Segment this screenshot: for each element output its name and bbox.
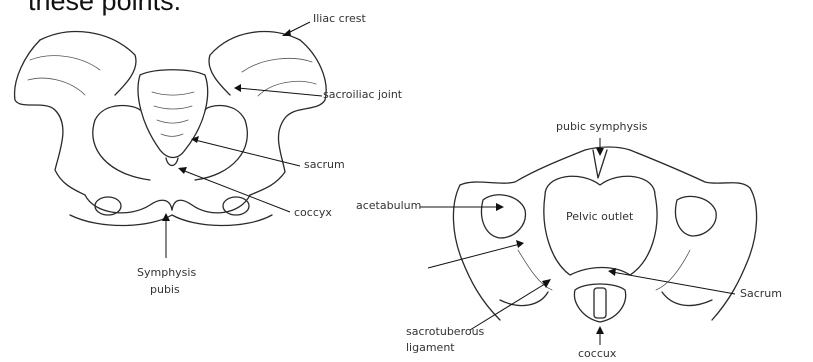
label-coccyx-left: coccyx [294,206,332,219]
left-pelvis-drawing [15,32,327,226]
left-arrows [162,22,322,258]
label-pubic-symphysis: pubic symphysis [556,120,647,133]
label-sacrum-right: Sacrum [740,287,782,300]
right-arrows [420,138,735,345]
label-sacrotuberous-line1: sacrotuberous [406,325,484,338]
label-sacrotuberous-line2: ligament [406,341,455,354]
right-pelvis-drawing [453,147,756,322]
label-coccyx-right: coccux [578,347,616,360]
label-iliac-crest: Iliac crest [313,12,366,25]
label-sacrum-left: sacrum [304,158,345,171]
label-acetabulum: acetabulum [356,199,421,212]
label-symphysis-pubis-line2: pubis [150,283,180,296]
label-pelvic-outlet: Pelvic outlet [566,210,633,223]
label-symphysis-pubis-line1: Symphysis [137,266,196,279]
label-sacroiliac-joint: sacroiliac joint [323,88,402,101]
